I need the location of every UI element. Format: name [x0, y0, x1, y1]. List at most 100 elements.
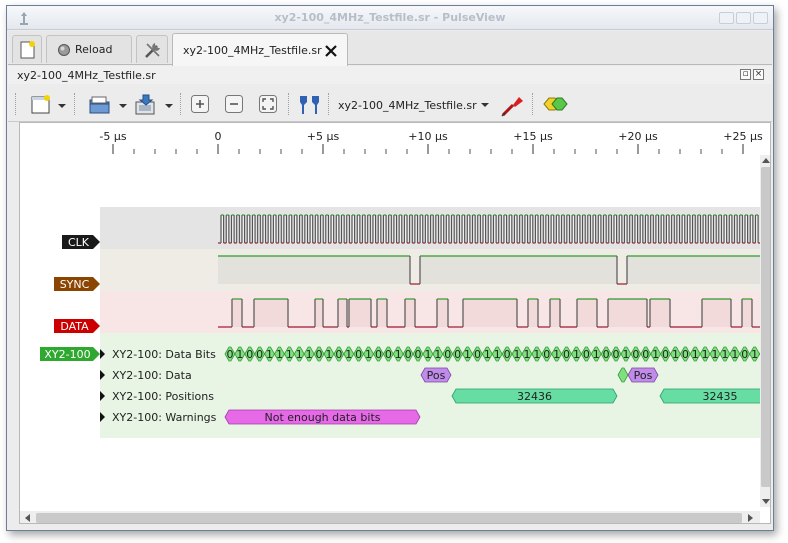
clk-trace-high-fill: [388, 215, 392, 243]
close-tab-icon[interactable]: [325, 45, 337, 57]
clk-trace-high-fill: [488, 215, 491, 243]
pulseview-window: xy2-100_4MHz_Testfile.sr - PulseView Rel…: [6, 5, 774, 531]
clk-trace-high-fill: [703, 215, 706, 243]
clk-trace-high-fill: [729, 215, 732, 243]
clk-trace-high-fill: [451, 215, 455, 243]
data-bit-annotation-text: 1: [672, 348, 679, 361]
clk-trace-high-fill: [241, 215, 245, 243]
open-file-icon[interactable]: [88, 94, 112, 116]
zoom-out-icon[interactable]: [224, 94, 244, 114]
clk-trace-high-fill: [268, 215, 271, 243]
position-annotation: [659, 388, 770, 404]
main-toolbar: xy2-100_4MHz_Testfile.sr: [8, 86, 772, 122]
float-view-button[interactable]: ▫: [740, 69, 751, 80]
position-annotation-text: 32435: [703, 390, 738, 403]
sync-channel-tag[interactable]: [54, 277, 100, 291]
save-file-icon[interactable]: [134, 94, 158, 116]
minimize-button[interactable]: [719, 12, 734, 24]
reload-button[interactable]: Reload: [46, 35, 132, 63]
save-dropdown-icon[interactable]: [165, 104, 173, 108]
row-expand-arrow-icon[interactable]: [100, 412, 105, 422]
toolbar-separator: [328, 93, 329, 115]
data-trace-high-fill: [608, 299, 647, 327]
clk-trace-high-fill: [661, 215, 664, 243]
data-bit-annotation-text: 1: [365, 348, 372, 361]
tab-bar: Reload xy2-100_4MHz_Testfile.sr: [8, 31, 772, 66]
horizontal-scrollbar-thumb[interactable]: [36, 513, 742, 523]
vertical-scrollbar-thumb[interactable]: [761, 167, 771, 487]
clk-trace-high-fill: [624, 215, 628, 243]
clk-trace-high-fill: [724, 215, 727, 243]
data-bit-annotation-text: 1: [533, 348, 540, 361]
ruler-tick-label: +10 µs: [408, 130, 448, 143]
clk-trace-high-fill: [493, 215, 497, 243]
settings-tab-button[interactable]: [136, 35, 168, 63]
clk-trace-high-fill: [383, 215, 387, 243]
clk-trace-high-fill: [357, 215, 360, 243]
data-bit-annotation-text: 1: [494, 348, 501, 361]
clk-trace-high-fill: [640, 215, 643, 243]
data-pos-annotation: [627, 367, 659, 383]
row-expand-arrow-icon[interactable]: [100, 370, 105, 380]
add-decoder-icon[interactable]: [542, 94, 568, 114]
scroll-left-arrow-icon[interactable]: [25, 514, 30, 522]
data-bit-annotation-text: 1: [325, 348, 332, 361]
clk-trace-high-fill: [299, 215, 303, 243]
clk-trace-high-fill: [325, 215, 329, 243]
row-expand-arrow-icon[interactable]: [100, 391, 105, 401]
close-view-button[interactable]: ×: [753, 69, 764, 80]
clk-trace-high-fill: [409, 215, 413, 243]
clk-trace-high-fill: [420, 215, 423, 243]
clk-trace-high-fill: [645, 215, 649, 243]
scroll-down-arrow-icon[interactable]: [762, 499, 770, 504]
new-session-tab-button[interactable]: [12, 35, 42, 63]
zoom-fit-icon[interactable]: [258, 94, 278, 114]
data-bit-annotation-text: 0: [603, 348, 610, 361]
xy2-100-decoder-tag[interactable]: [40, 347, 100, 361]
new-view-icon[interactable]: [30, 94, 52, 116]
clk-trace-high-fill: [320, 215, 324, 243]
clk-trace-high-fill: [257, 215, 261, 243]
data-bit-annotation-text: 1: [236, 348, 243, 361]
data-bit-annotation-text: 0: [246, 348, 253, 361]
clk-trace-high-fill: [745, 215, 748, 243]
clk-trace-high-fill: [456, 215, 460, 243]
scroll-right-arrow-icon[interactable]: [748, 514, 753, 522]
clk-trace-high-fill: [755, 215, 759, 243]
device-selector[interactable]: xy2-100_4MHz_Testfile.sr: [338, 99, 477, 112]
device-dropdown-icon[interactable]: [481, 103, 489, 107]
row-expand-arrow-icon[interactable]: [100, 349, 105, 359]
clk-trace-high-fill: [540, 215, 544, 243]
data-channel-label: DATA: [60, 320, 89, 333]
clk-trace-high-fill: [734, 215, 738, 243]
clk-trace-high-fill: [467, 215, 470, 243]
close-window-button[interactable]: [753, 12, 768, 24]
maximize-button[interactable]: [736, 12, 751, 24]
clk-channel-tag[interactable]: [62, 235, 100, 249]
clk-trace-high-fill: [524, 215, 528, 243]
new-view-dropdown-icon[interactable]: [58, 104, 66, 108]
zoom-in-icon[interactable]: [190, 94, 210, 114]
clk-trace-high-fill: [236, 215, 240, 243]
clk-trace-high-fill: [273, 215, 277, 243]
data-bit-annotation-text: 0: [256, 348, 263, 361]
clk-trace-high-fill: [708, 215, 711, 243]
scroll-up-arrow-icon[interactable]: [762, 158, 770, 163]
probe-config-icon[interactable]: [500, 94, 526, 118]
data-bit-annotation-text: 0: [504, 348, 511, 361]
data-bit-annotation-text: 1: [484, 348, 491, 361]
data-channel-tag[interactable]: [54, 319, 100, 333]
data-bit-annotation-text: 1: [523, 348, 530, 361]
clk-trace-high-fill: [221, 215, 224, 243]
clk-trace-high-fill: [483, 215, 486, 243]
open-dropdown-icon[interactable]: [119, 104, 127, 108]
show-cursors-icon[interactable]: [297, 94, 323, 116]
xy2-100-decoder-label: XY2-100: [44, 348, 90, 361]
clk-trace-high-fill: [608, 215, 612, 243]
tab-file-session[interactable]: xy2-100_4MHz_Testfile.sr: [172, 33, 348, 66]
clk-trace-high-fill: [551, 215, 554, 243]
